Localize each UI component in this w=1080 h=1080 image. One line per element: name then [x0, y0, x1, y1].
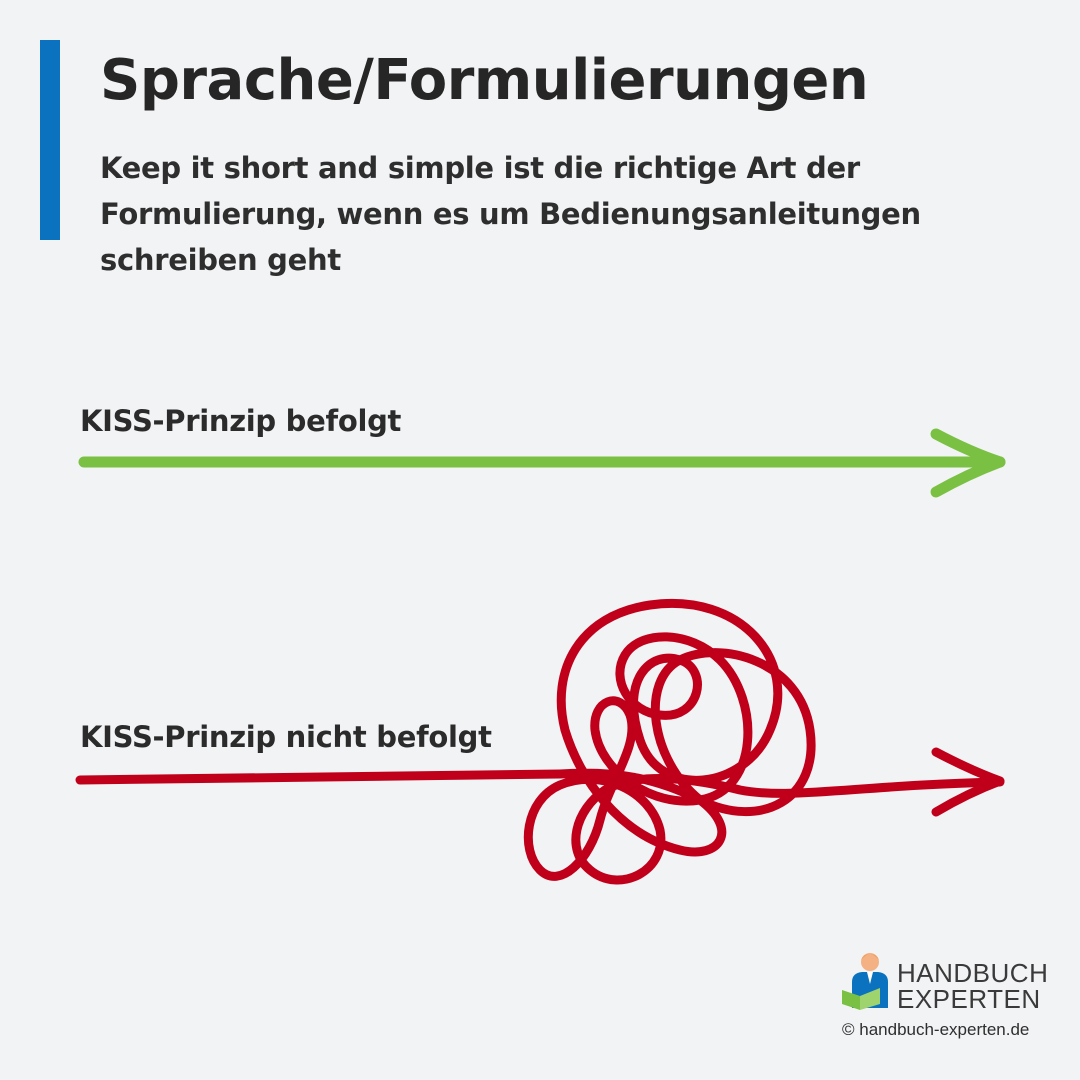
straight-arrow [78, 428, 1006, 498]
page-subtitle: Keep it short and simple ist die richtig… [100, 151, 921, 277]
logo-wordmark: HANDBUCH EXPERTEN [897, 960, 1048, 1012]
handbuch-experten-logo [842, 953, 888, 1010]
accent-bar [40, 40, 60, 240]
page-title: Sprache/Formulierungen [100, 48, 869, 113]
tangled-arrow-head [931, 747, 1005, 817]
tangled-arrow [75, 599, 1005, 885]
tangled-arrow-knot [523, 599, 1005, 885]
person-with-book-icon [842, 953, 888, 1010]
logo-line-2: EXPERTEN [897, 984, 1041, 1014]
tangled-arrow-shaft-left [75, 769, 565, 785]
kiss-followed-label: KISS-Prinzip befolgt [80, 404, 402, 438]
kiss-not-followed-label: KISS-Prinzip nicht befolgt [80, 720, 492, 754]
logo-line-1: HANDBUCH [897, 958, 1049, 988]
copyright-text: © handbuch-experten.de [842, 1020, 1030, 1039]
straight-arrow-head [930, 428, 1006, 498]
